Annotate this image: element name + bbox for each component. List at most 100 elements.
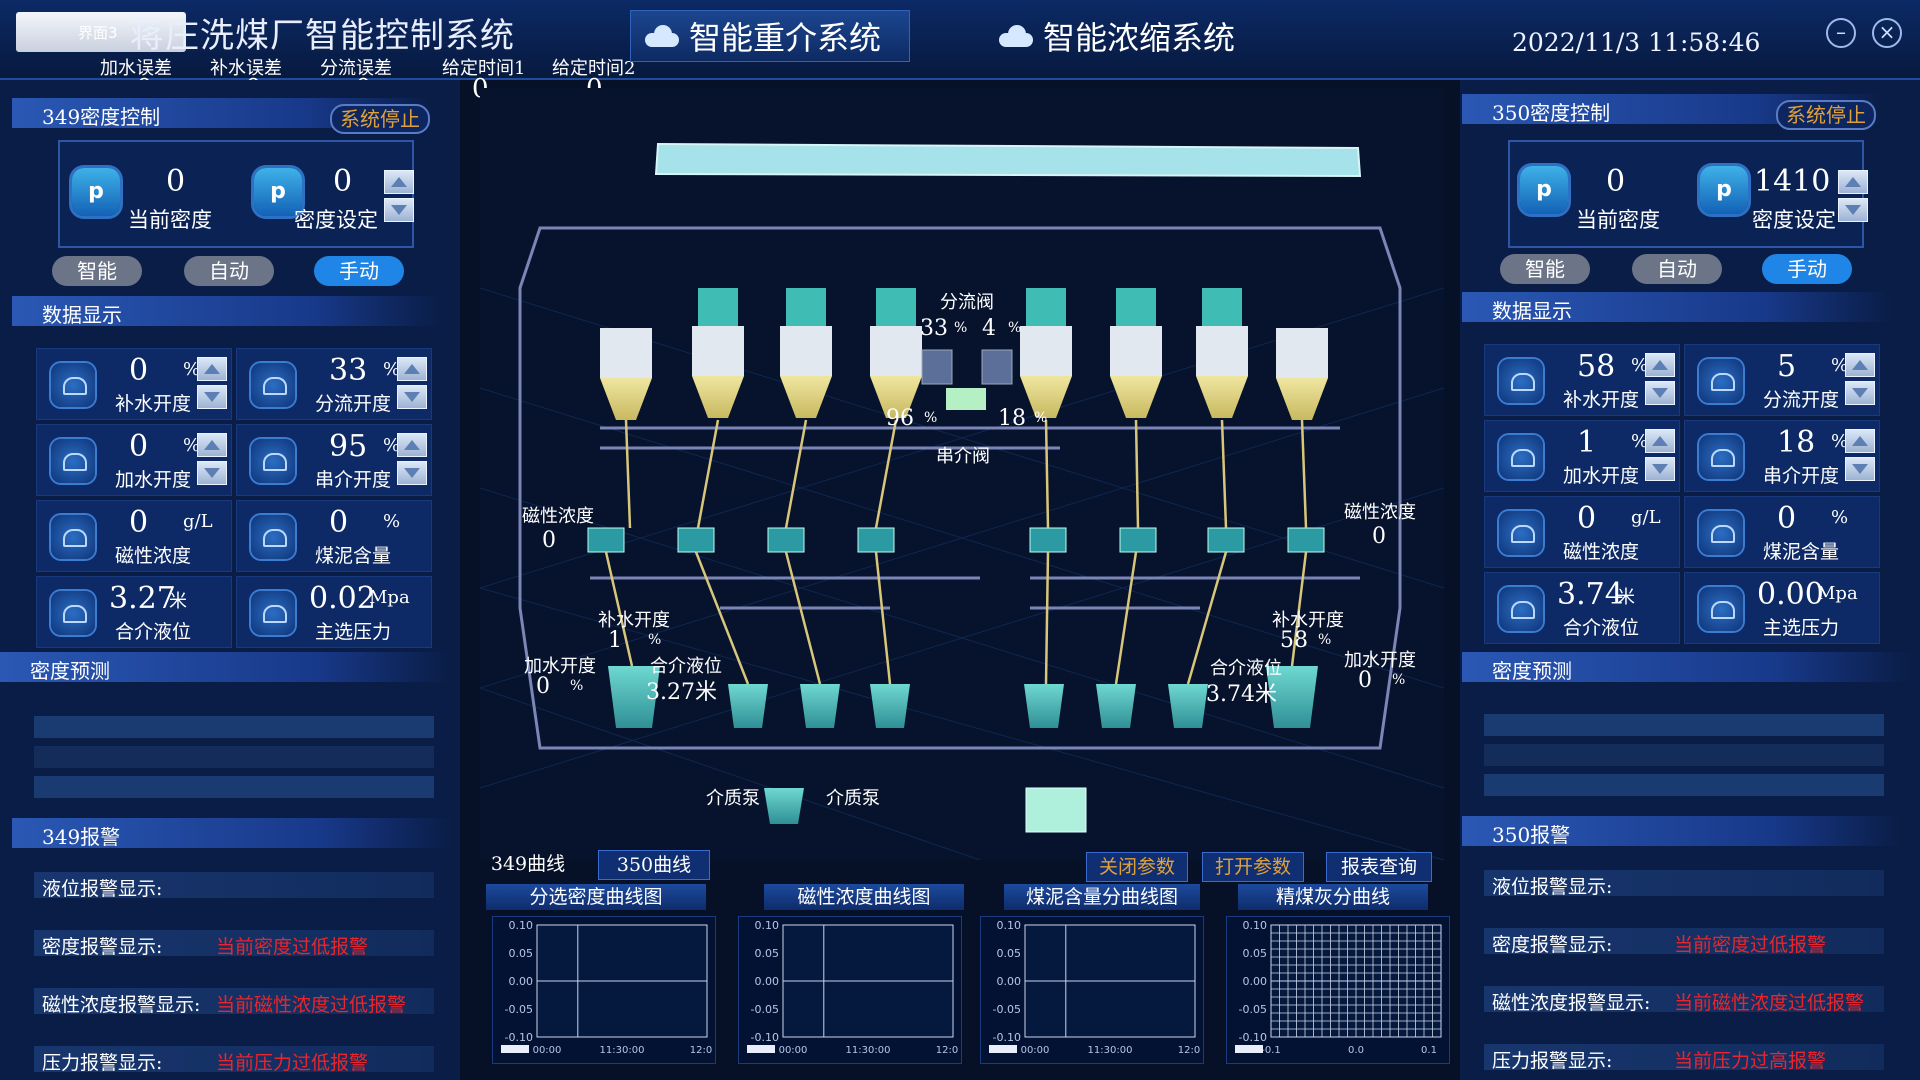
arrow-down-icon[interactable]: [397, 385, 427, 409]
value-stepper: [397, 433, 427, 489]
x-tick-label: 0.0: [1348, 1045, 1364, 1056]
arrow-down-icon[interactable]: [397, 461, 427, 485]
chart-title: 磁性浓度曲线图: [764, 884, 964, 910]
arrow-down-icon[interactable]: [197, 385, 227, 409]
value-stepper: [1645, 353, 1675, 409]
cloud-icon: [643, 24, 681, 48]
add-water-cell: 1%加水开度: [1484, 420, 1680, 492]
arrow-up-icon[interactable]: [1845, 429, 1875, 453]
arrow-up-icon[interactable]: [1838, 170, 1868, 194]
cell-label: 合介液位: [1563, 617, 1640, 639]
alarm-message: 当前密度过低报警: [1674, 934, 1827, 956]
cell-value: 58: [1577, 349, 1616, 384]
y-tick-label: -0.10: [993, 1031, 1021, 1044]
arrow-up-icon[interactable]: [397, 357, 427, 381]
mode-smart-button[interactable]: 智能: [52, 256, 142, 286]
background-grid: [480, 287, 1444, 860]
current-density-label: 当前密度: [1576, 208, 1660, 232]
close-icon[interactable]: ×: [1872, 18, 1902, 48]
arrow-up-icon[interactable]: [1645, 429, 1675, 453]
y-tick-label: 0.10: [1243, 919, 1268, 932]
section-title: 数据显示: [12, 296, 442, 327]
gauge-icon: [1699, 435, 1743, 479]
report-query-button[interactable]: 报表查询: [1326, 852, 1432, 882]
mode-smart-button[interactable]: 智能: [1500, 254, 1590, 284]
prediction-row: [34, 746, 434, 768]
error-label: 给定时间2: [552, 58, 636, 79]
open-params-button[interactable]: 打开参数: [1202, 852, 1304, 882]
screen-tag-button[interactable]: 界面3: [16, 12, 186, 52]
cell-value: 3.27: [109, 581, 176, 616]
y-tick-label: 0.00: [1243, 975, 1268, 988]
cell-label: 煤泥含量: [1763, 541, 1840, 563]
gauge-icon: [1499, 511, 1543, 555]
prediction-row: [1484, 774, 1884, 796]
alarm-label: 压力报警显示:: [1492, 1050, 1613, 1072]
arrow-down-icon[interactable]: [197, 461, 227, 485]
y-tick-label: -0.05: [1239, 1003, 1267, 1016]
arrow-down-icon[interactable]: [1645, 381, 1675, 405]
tab-350-curve[interactable]: 350曲线: [598, 850, 710, 880]
arrow-down-icon[interactable]: [1645, 457, 1675, 481]
cell-label: 串介开度: [315, 469, 392, 491]
system-stop-button[interactable]: 系统停止: [1776, 100, 1876, 130]
series-cell: 95%串介开度: [236, 424, 432, 496]
cell-unit: %: [383, 359, 401, 380]
cell-unit: %: [1631, 355, 1649, 376]
tab-heavy-medium-system[interactable]: 智能重介系统: [630, 10, 910, 62]
tab-349-curve[interactable]: 349曲线: [490, 853, 566, 875]
alarm-label: 磁性浓度报警显示:: [1492, 992, 1651, 1014]
magnetic-conc-label: 磁性浓度: [1344, 502, 1416, 523]
cell-value: 5: [1777, 349, 1797, 384]
arrow-up-icon[interactable]: [197, 357, 227, 381]
cell-label: 分流开度: [1763, 389, 1840, 411]
tab-label: 智能重介系统: [689, 19, 882, 57]
cell-value: 0: [129, 429, 149, 464]
legend-swatch: [989, 1045, 1017, 1053]
cell-value: 18: [1777, 425, 1816, 460]
value-stepper: [197, 357, 227, 413]
pressure-icon: p: [72, 168, 120, 216]
mixed-level-label: 合介液位: [1210, 658, 1282, 679]
y-tick-label: -0.05: [505, 1003, 533, 1016]
system-stop-button[interactable]: 系统停止: [330, 104, 430, 134]
arrow-down-icon[interactable]: [1838, 198, 1868, 222]
gauge-icon: [251, 515, 295, 559]
mode-manual-button[interactable]: 手动: [314, 256, 404, 286]
close-params-button[interactable]: 关闭参数: [1086, 852, 1188, 882]
error-label: 补水误差: [210, 58, 282, 79]
arrow-up-icon[interactable]: [384, 170, 414, 194]
y-tick-label: 0.05: [509, 947, 534, 960]
density-setpoint-label: 密度设定: [1752, 208, 1836, 232]
arrow-up-icon[interactable]: [1845, 353, 1875, 377]
current-density-value: 0: [166, 164, 186, 199]
arrow-down-icon[interactable]: [1845, 381, 1875, 405]
tab-thickening-system[interactable]: 智能浓缩系统: [985, 10, 1265, 62]
alarm-label: 液位报警显示:: [42, 878, 163, 900]
y-tick-label: -0.05: [993, 1003, 1021, 1016]
y-tick-label: -0.10: [751, 1031, 779, 1044]
arrow-up-icon[interactable]: [1645, 353, 1675, 377]
arrow-up-icon[interactable]: [397, 433, 427, 457]
cell-value: 0.02: [309, 581, 376, 616]
mode-auto-button[interactable]: 自动: [184, 256, 274, 286]
mode-manual-button[interactable]: 手动: [1762, 254, 1852, 284]
value-stepper: [1845, 353, 1875, 409]
arrow-down-icon[interactable]: [384, 198, 414, 222]
magnetic-conc-left-value: 0: [542, 528, 556, 553]
split-valve-left-value: 33: [920, 316, 948, 341]
arrow-up-icon[interactable]: [197, 433, 227, 457]
value-stepper: [397, 357, 427, 413]
y-tick-label: -0.10: [505, 1031, 533, 1044]
percent-unit: %: [924, 410, 938, 426]
arrow-down-icon[interactable]: [1845, 457, 1875, 481]
mode-auto-button[interactable]: 自动: [1632, 254, 1722, 284]
splitter-valves: [921, 349, 1013, 410]
density-setpoint-value: 0: [333, 164, 353, 199]
minimize-icon[interactable]: –: [1826, 18, 1856, 48]
